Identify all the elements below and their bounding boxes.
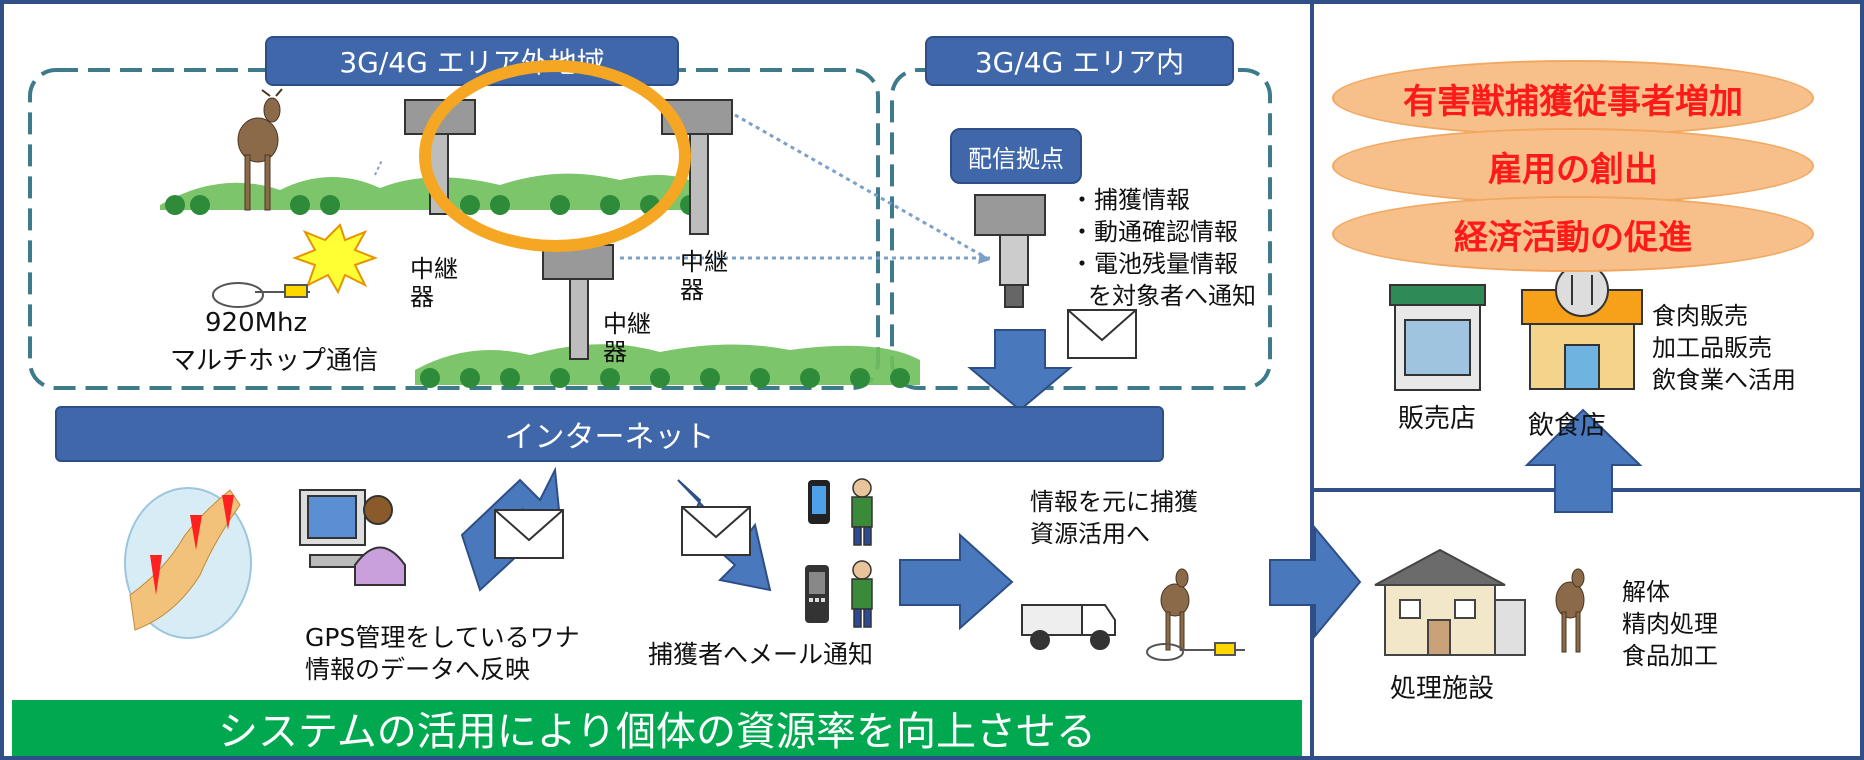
relay-label: 中継 器 [680,248,728,304]
deer-icon [1160,568,1190,651]
relay-tower-icon [974,194,1046,308]
shop-icon [1389,284,1486,391]
info-notify: を対象者へ通知 [1088,282,1256,310]
resource-line1: 情報を元に捕獲 [1030,488,1198,516]
process-line2: 精肉処理 [1622,610,1718,638]
gps-line2: 情報のデータへ反映 [305,655,531,684]
explosion-icon [292,223,378,295]
phone-icon [808,480,830,524]
house-icon [1374,548,1526,656]
use-line1: 食肉販売 [1652,302,1748,330]
right-arrow [899,532,1014,631]
mail-icon [494,509,564,559]
use-line3: 飲食業へ活用 [1652,366,1796,394]
info-capture: ・捕獲情報 [1070,186,1190,214]
person-icon [851,478,873,546]
truck-icon [1021,604,1116,650]
info-motion: ・動通確認情報 [1070,218,1238,246]
coverage-ring [419,60,691,252]
forest-icon [415,344,920,388]
goal-ellipse: 経済活動の促進 [1332,196,1814,272]
relay-tower-icon [542,244,614,360]
restaurant-label: 飲食店 [1528,411,1607,441]
map-icon [124,487,252,639]
shop-label: 販売店 [1398,404,1477,434]
computer-user-icon [299,489,406,586]
internet-bar: インターネット [55,406,1164,462]
distribution-base-label: 配信拠点 [950,128,1082,184]
phone-icon [805,565,829,623]
info-battery: ・電池残量情報 [1070,250,1238,278]
trap-icon [1146,642,1245,661]
radio-frequency-label: 920Mhz [205,308,308,338]
resource-line2: 資源活用へ [1030,520,1150,548]
goal-ellipse: 有害獣捕獲従事者増加 [1332,60,1814,136]
facility-label: 処理施設 [1390,674,1495,704]
use-line2: 加工品販売 [1652,334,1772,362]
gps-line1: GPS管理をしているワナ [305,623,580,652]
up-arrow [1524,408,1643,513]
goal-ellipse: 雇用の創出 [1332,128,1814,204]
down-arrow [967,329,1073,412]
multihop-label: マルチホップ通信 [170,346,379,376]
process-line3: 食品加工 [1622,642,1718,670]
right-arrow [1269,525,1362,639]
trap-icon [212,282,310,308]
process-line1: 解体 [1622,578,1670,606]
mail-notify-label: 捕獲者へメール通知 [648,640,874,669]
restaurant-icon [1521,263,1643,390]
mail-icon [681,506,751,556]
area-inside-label: 3G/4G エリア内 [925,36,1234,86]
relay-label: 中継 器 [603,310,651,366]
bottom-banner: システムの活用により個体の資源率を向上させる [12,700,1302,756]
deer-icon [1555,568,1585,653]
relay-label: 中継 器 [410,255,458,311]
deer-icon [237,88,283,211]
person-icon [851,560,873,628]
mail-icon [1067,309,1137,359]
